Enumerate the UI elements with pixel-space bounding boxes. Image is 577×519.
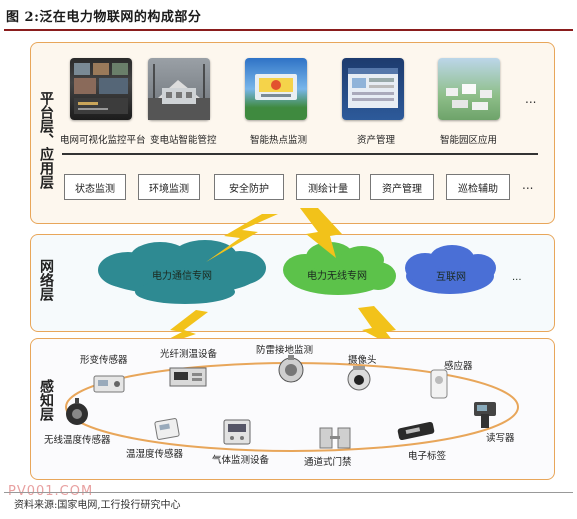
sensor-label-lightning: 防雷接地监测 (256, 345, 314, 356)
app-caption-1: 电网可视化监控平台 (60, 135, 146, 146)
sensor-label-fiber: 光纤测温设备 (160, 349, 218, 360)
sensor-label-induction: 感应器 (444, 361, 473, 372)
smart-park-icon (438, 58, 500, 120)
network-label-1: 电力通信专网 (152, 269, 212, 282)
sensor-label-gas: 气体监测设备 (212, 455, 270, 466)
wireless-temp-sensor-icon (64, 398, 90, 432)
function-box-1: 状态监测 (64, 174, 126, 200)
platform-layer-label: 平台层、应用层 (38, 91, 54, 189)
app-caption-4: 资产管理 (357, 135, 396, 146)
cloud-power-wireless-network (283, 242, 396, 295)
network-label-2: 电力无线专网 (307, 269, 367, 282)
watermark: PV001.COM (8, 484, 94, 499)
function-box-3: 安全防护 (214, 174, 284, 200)
sensor-label-humidity: 温湿度传感器 (126, 449, 184, 460)
function-ellipsis: ... (522, 178, 534, 192)
app-caption-5: 智能园区应用 (440, 135, 498, 146)
sensor-label-wireless-temp: 无线温度传感器 (44, 435, 111, 446)
figure-title: 图 2:泛在电力物联网的构成部分 (6, 10, 202, 25)
lightning-bolt-1 (206, 214, 278, 262)
platform-divider (62, 153, 538, 155)
sensor-label-reader: 读写器 (486, 433, 515, 444)
substation-icon (148, 58, 210, 120)
induction-sensor-icon (428, 368, 450, 404)
access-gate-icon (318, 424, 352, 454)
cloud-internet (405, 245, 496, 294)
perception-layer-label: 感知层 (38, 379, 54, 421)
function-box-4: 测绘计量 (296, 174, 360, 200)
network-layer-label: 网络层 (38, 259, 54, 301)
deformation-sensor-icon (92, 370, 128, 400)
lightning-bolt-2 (300, 208, 342, 258)
cloud-power-comm-network (98, 240, 266, 304)
function-box-6: 巡检辅助 (446, 174, 510, 200)
humidity-sensor-icon (152, 414, 182, 448)
sensor-label-tag: 电子标签 (408, 451, 447, 462)
asset-dashboard-icon (342, 58, 404, 120)
function-box-5: 资产管理 (370, 174, 434, 200)
app-caption-3: 智能热点监测 (250, 135, 308, 146)
monitoring-screen-icon (70, 58, 132, 120)
source-rule (4, 492, 573, 493)
fiber-thermometer-icon (168, 362, 208, 394)
function-box-2: 环境监测 (138, 174, 200, 200)
lightning-grounding-icon (276, 355, 306, 389)
sensor-label-camera: 摄像头 (348, 355, 377, 366)
source-note: 资料来源:国家电网,工行投行研究中心 (14, 500, 181, 511)
gas-monitor-icon (222, 418, 252, 450)
sensor-label-gate: 通道式门禁 (304, 457, 352, 468)
hotspot-monitor-icon (245, 58, 307, 120)
sensor-label-deformation: 形变传感器 (80, 355, 128, 366)
lightning-bolt-3 (148, 310, 208, 350)
app-caption-2: 变电站智能管控 (150, 135, 217, 146)
electronic-tag-icon (396, 420, 436, 446)
title-rule (4, 29, 573, 31)
platform-ellipsis: ... (525, 92, 537, 106)
camera-icon (345, 366, 373, 396)
network-ellipsis: ... (512, 272, 522, 283)
network-label-3: 互联网 (436, 271, 466, 283)
rfid-reader-icon (470, 398, 500, 434)
